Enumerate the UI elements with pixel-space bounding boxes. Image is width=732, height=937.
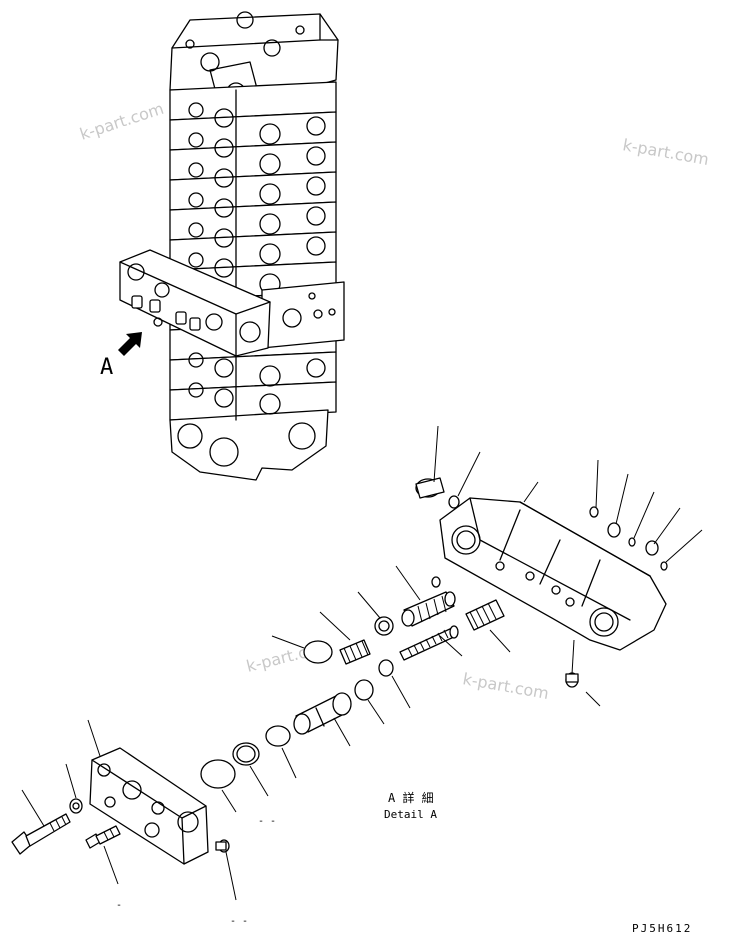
o-ring	[265, 725, 291, 747]
plug	[415, 477, 445, 499]
plug	[215, 839, 230, 853]
pin	[431, 576, 441, 588]
o-ring	[589, 506, 599, 518]
o-ring	[628, 537, 636, 547]
watermark: k-part.com	[77, 99, 166, 144]
view-marker-label: A	[100, 355, 113, 380]
cover-plate	[89, 747, 209, 865]
washer	[374, 616, 394, 636]
washer	[69, 798, 83, 814]
o-ring	[448, 495, 460, 509]
svg-text:- -: - -	[258, 816, 276, 827]
o-ring	[378, 659, 394, 677]
caption-english: Detail A	[384, 808, 437, 821]
o-ring	[303, 640, 333, 664]
control-valve-assembly	[119, 11, 345, 481]
o-ring	[660, 561, 668, 571]
drawing-code: PJ5H612	[632, 922, 692, 935]
view-arrow	[118, 332, 142, 356]
o-ring	[200, 759, 236, 789]
o-ring	[607, 522, 621, 538]
spring	[465, 599, 505, 631]
o-ring	[354, 679, 374, 701]
valve-spool	[293, 692, 352, 735]
leader-lines	[21, 425, 703, 901]
watermark: k-part.com	[621, 135, 710, 169]
watermark: k-part.com	[461, 669, 550, 703]
svg-text:- -: - -	[230, 916, 248, 927]
threaded-shaft	[399, 625, 459, 661]
valve-spool	[401, 591, 456, 627]
svg-text:-: -	[116, 900, 122, 911]
plug	[565, 672, 579, 688]
o-ring	[645, 540, 659, 556]
bolt	[11, 813, 71, 855]
valve-housing	[439, 497, 667, 651]
spring	[339, 639, 371, 665]
caption-japanese: A 詳 細	[388, 790, 434, 805]
bolt	[85, 825, 121, 849]
